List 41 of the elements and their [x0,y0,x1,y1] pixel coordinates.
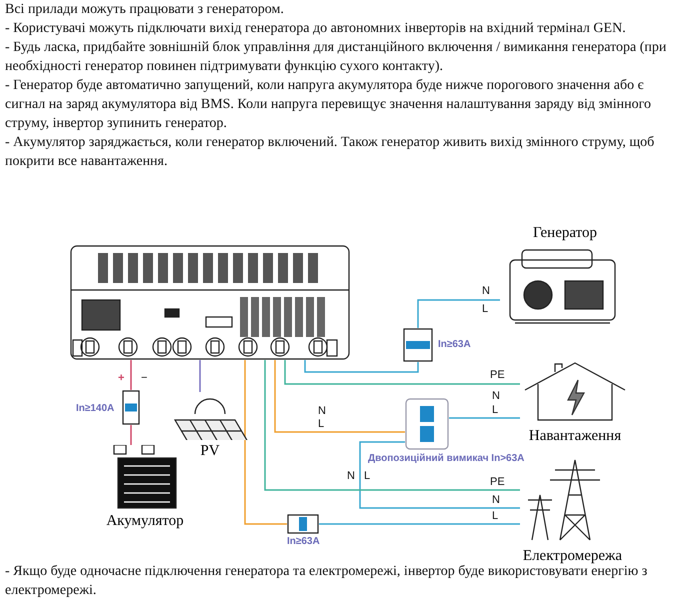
rating-label: In≥63A [287,536,320,547]
wire-label: − [141,372,148,384]
wire [130,425,132,445]
device-name: Навантаження [528,428,622,445]
wire-label: L [492,404,498,416]
paragraph: Всі прилади можуть працювати з генератором. [5,1,285,19]
wire-label: PE [490,476,505,488]
wire [199,360,201,392]
wire-label: L [318,418,324,430]
rating-label: Двопозиційний вимикач In>63A [368,453,524,464]
wire [304,360,419,373]
wire-label: L [482,303,488,315]
wire-label: L [364,470,370,482]
wire-label: N [318,405,326,417]
paragraph: - Будь ласка, придбайте зовнішній блок управління для дистанційного включення / вимикання генератора (при необхідності генератор повинен підтримувати функцію сухого контакту). [5,39,668,76]
wire [274,360,405,433]
wire-label: N [492,390,500,402]
wire [244,360,287,525]
paragraph: - Користувачі можуть підключати вихід генератора до автономних інверторів на вхідний термінал GEN. [5,20,627,38]
caption: - Якщо буде одночасне підключення генератора та електромережі, інвертор буде використовувати енергію з електромережі. [5,564,648,600]
device-name: PV [199,443,221,460]
wire [264,360,520,491]
wire [449,417,520,419]
rating-label: In≥63A [438,339,471,350]
wire [359,441,520,509]
paragraph: - Акумулятор заряджається, коли генератор включений. Також генератор живить вихід змінного струму, щоб покрити все навантаження. [5,134,656,171]
device-name: Генератор [532,225,598,242]
device-name: Акумулятор [105,513,185,530]
wire [130,360,132,390]
wire [319,523,520,525]
rating-label: In≥140A [76,403,114,414]
wire-label: L [492,510,498,522]
wire-label: PE [490,369,505,381]
wire-label: N [492,494,500,506]
wire [284,360,520,385]
wire-label: + [118,372,124,384]
device-name: Електромережа [522,548,624,565]
paragraph: - Генератор буде автоматично запущений, коли напруга акумулятора буде нижче порогового значення або є сигнал на заряд акумулятора від BMS. Коли напруга перевищує значення налаштування заряду від змінного струму, інвертор зупинить генератор. [5,77,652,133]
wire-label: N [347,470,355,482]
wire [417,299,500,328]
wire-label: N [482,285,490,297]
